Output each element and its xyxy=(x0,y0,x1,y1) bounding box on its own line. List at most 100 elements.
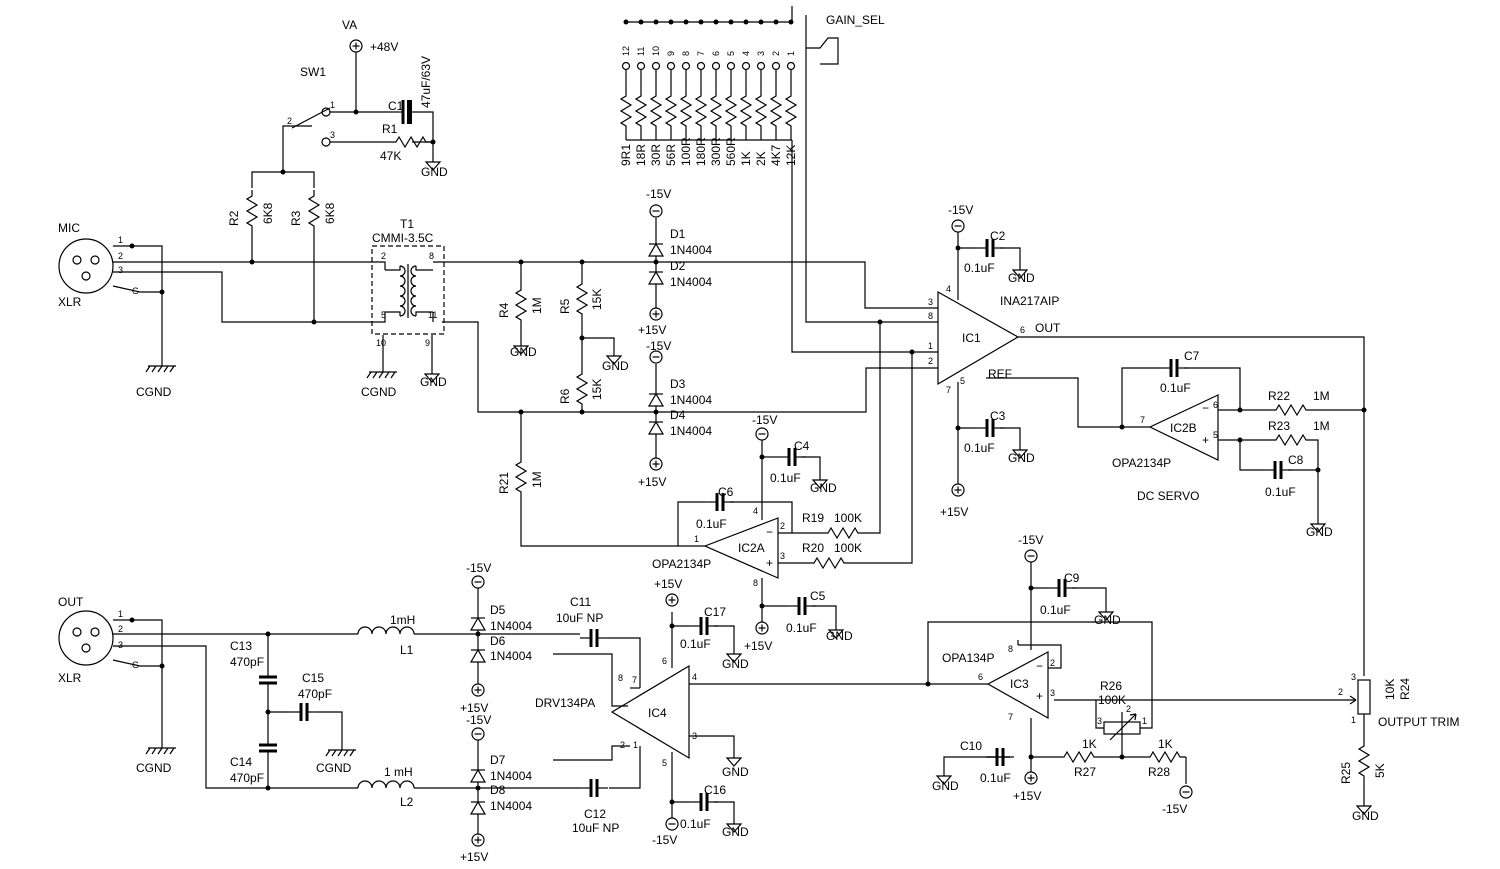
d5-supply-neg: -15V xyxy=(466,561,491,575)
r26-pin2: 2 xyxy=(1126,704,1131,714)
gain-resistor xyxy=(754,70,768,140)
ic4-supply-neg: -15V xyxy=(652,833,677,847)
r19-label: R19 xyxy=(802,511,824,525)
r1-label: R1 xyxy=(382,122,398,136)
mic-xlr-type: XLR xyxy=(58,295,82,309)
svg-text:+: + xyxy=(1036,689,1043,703)
gain-bus-node xyxy=(683,19,689,25)
r24-label: R24 xyxy=(1398,678,1412,700)
l2-label: L2 xyxy=(400,795,414,809)
c8-value: 0.1uF xyxy=(1265,485,1296,499)
ic2a-supply-pos: +15V xyxy=(744,639,772,653)
d3-part: 1N4004 xyxy=(670,393,712,407)
gain-position-label: 1 xyxy=(786,51,796,56)
c2-label: C2 xyxy=(990,229,1006,243)
input-resistors: R4 1M GND R5 15K GND R6 15K R21 1M xyxy=(497,277,629,499)
r22-value: 1M xyxy=(1313,389,1330,403)
input-diodes: -15V D1 1N4004 D2 1N4004 +15V -15V D3 1N… xyxy=(638,187,712,489)
svg-text:+: + xyxy=(766,556,773,570)
gain-resistor-value: 1K xyxy=(739,151,753,166)
gain-contact xyxy=(741,61,751,71)
gain-resistor-value: 9R1 xyxy=(619,144,633,166)
ic1-pin6: 6 xyxy=(1020,325,1025,335)
transformer-t1: T1 CMMI-3.5C 2 8 5 11 10 9 CGND GND xyxy=(361,217,447,399)
c2-value: 0.1uF xyxy=(964,261,995,275)
r28-value: 1K xyxy=(1158,737,1173,751)
r1-value: 47K xyxy=(380,149,401,163)
ic4-pin1: 1 xyxy=(633,740,638,750)
t1-pin8: 8 xyxy=(429,251,434,261)
gain-resistor-value: 18R xyxy=(634,144,648,166)
r24-value: 10K xyxy=(1383,679,1397,700)
gnd-label-c1: GND xyxy=(421,165,448,179)
gain-bus-node xyxy=(698,19,704,25)
ic4-pin7: 7 xyxy=(632,675,637,685)
dc-servo-label: DC SERVO xyxy=(1137,489,1199,503)
gain-resistor-value: 560R xyxy=(724,137,738,166)
d2-supply-pos: +15V xyxy=(638,323,666,337)
ic1-pin4: 4 xyxy=(946,284,951,294)
c12-label: C12 xyxy=(584,807,606,821)
c9-label: C9 xyxy=(1064,571,1080,585)
sw1-pin1: 1 xyxy=(330,100,335,110)
svg-text:−: − xyxy=(1202,401,1209,415)
r19-value: 100K xyxy=(834,511,862,525)
ic2b-label: IC2B xyxy=(1170,421,1197,435)
ic2b-pin5: 5 xyxy=(1213,430,1218,440)
gain-position-label: 5 xyxy=(726,51,736,56)
gain-position-label: 8 xyxy=(681,51,691,56)
c17-value: 0.1uF xyxy=(680,637,711,651)
d3-label: D3 xyxy=(670,377,686,391)
c9-gnd-label: GND xyxy=(1094,613,1121,627)
ic2b-pin6: 6 xyxy=(1213,400,1218,410)
ic1-pin2: 2 xyxy=(928,356,933,366)
ic1-label: IC1 xyxy=(962,331,981,345)
gain-position-label: 3 xyxy=(756,51,766,56)
gain-resistor xyxy=(739,70,753,140)
ic4-pin3: 3 xyxy=(692,731,697,741)
ic1-pin1: 1 xyxy=(928,341,933,351)
ic2a-pin3: 3 xyxy=(780,551,785,561)
gain-resistor-value: 12K xyxy=(784,145,798,166)
output-trim-label: OUTPUT TRIM xyxy=(1378,715,1460,729)
c1-capacitor: C1 47uF/63V xyxy=(388,56,433,124)
gain-resistor xyxy=(649,70,663,140)
out-label: OUT xyxy=(58,595,84,609)
mic-cgnd-label: CGND xyxy=(136,385,172,399)
r20-value: 100K xyxy=(834,541,862,555)
r25-gnd-label: GND xyxy=(1352,809,1379,823)
svg-text:−: − xyxy=(1036,659,1043,673)
r21-label: R21 xyxy=(497,472,511,494)
c15-label: C15 xyxy=(302,671,324,685)
r4-value: 1M xyxy=(530,297,544,314)
gain-resistor xyxy=(679,70,693,140)
r27-label: R27 xyxy=(1074,765,1096,779)
ic4-drv134: IC4 DRV134PA 7 8 2 1 4 3 6 5 +15V C17 0.… xyxy=(535,577,749,847)
c3-label: C3 xyxy=(990,409,1006,423)
gain-bus-node xyxy=(758,19,764,25)
ic3-pin7: 7 xyxy=(1008,712,1013,722)
gain-resistor xyxy=(769,70,783,140)
l2-value: 1 mH xyxy=(384,765,413,779)
c8-label: C8 xyxy=(1288,453,1304,467)
mic-pin3: 3 xyxy=(118,265,123,275)
c7-label: C7 xyxy=(1184,349,1200,363)
gain-position-label: 4 xyxy=(741,51,751,56)
r4-gnd-label: GND xyxy=(510,345,537,359)
r5-value: 15K xyxy=(590,289,604,310)
c1-label: C1 xyxy=(388,99,404,113)
gain-position-label: 10 xyxy=(651,46,661,56)
c10-gnd-label: GND xyxy=(932,779,959,793)
c16-value: 0.1uF xyxy=(680,817,711,831)
gain-resistor-value: 56R xyxy=(664,144,678,166)
gain-resistor xyxy=(619,70,633,140)
t1-pin9: 9 xyxy=(425,338,430,348)
ic4-pin2: 2 xyxy=(620,740,625,750)
ic1-pin3: 3 xyxy=(928,297,933,307)
gain-position-label: 2 xyxy=(771,51,781,56)
gain-resistor xyxy=(709,70,723,140)
ic1-pin8: 8 xyxy=(928,311,933,321)
gain-contact xyxy=(636,61,646,71)
ic3-opa134: IC3 OPA134P 6 2 3 8 7 −+ -15V C9 0.1uF G… xyxy=(932,533,1193,816)
gain-contact xyxy=(621,61,631,71)
